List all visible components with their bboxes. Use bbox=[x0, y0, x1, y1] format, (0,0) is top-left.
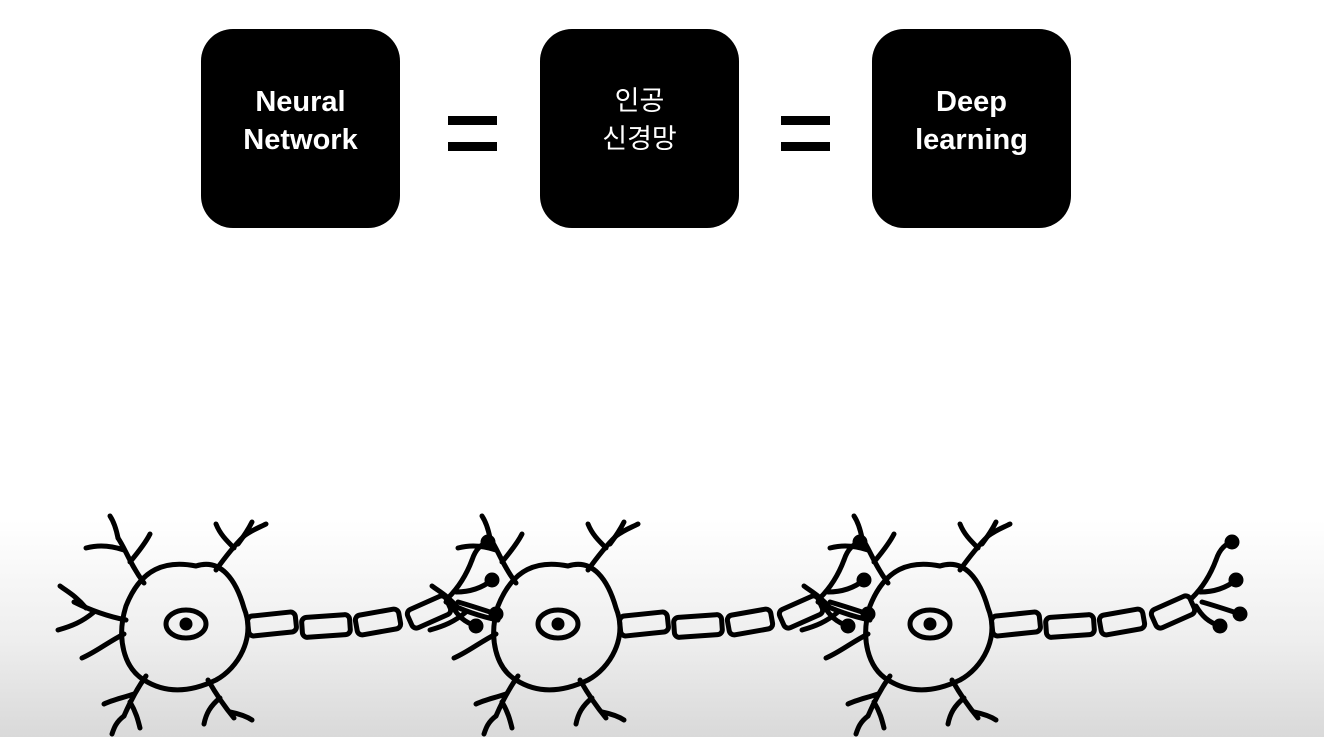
neuron-axon-terminals bbox=[1192, 537, 1245, 631]
neuron-nucleolus bbox=[926, 620, 934, 628]
neuron-dendrites bbox=[58, 516, 266, 734]
neuron-axon bbox=[991, 594, 1196, 637]
neuron-axon bbox=[619, 594, 824, 637]
neuron-dendrites bbox=[802, 516, 1010, 734]
neuron-2 bbox=[430, 516, 873, 734]
neuron-nucleolus bbox=[182, 620, 190, 628]
neuron-dendrites bbox=[430, 516, 638, 734]
neuron-axon bbox=[247, 594, 452, 637]
neuron-3 bbox=[802, 516, 1245, 734]
neuron-nucleolus bbox=[554, 620, 562, 628]
neuron-1 bbox=[58, 516, 501, 734]
